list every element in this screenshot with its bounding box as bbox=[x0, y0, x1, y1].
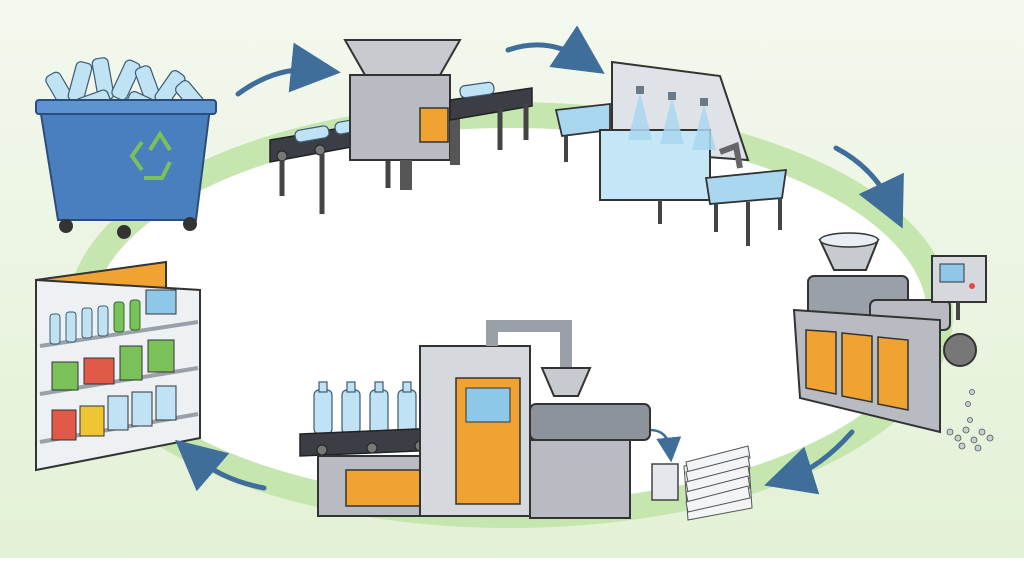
plastic-sheet-stack-icon bbox=[649, 428, 753, 521]
arrow-washing-to-extrusion bbox=[833, 145, 904, 229]
arrow-shredding-to-washing bbox=[505, 25, 605, 74]
extruder-pellet-machine-icon bbox=[792, 232, 994, 452]
arrow-collection-to-shredding bbox=[235, 42, 341, 97]
bottle-molding-machine-icon bbox=[299, 320, 651, 519]
washing-tank-sprayer-icon bbox=[554, 60, 788, 246]
flow-arrows bbox=[175, 25, 904, 495]
recycling-bin-with-bottles-icon bbox=[35, 57, 217, 239]
shredder-conveyor-icon bbox=[269, 39, 533, 214]
arrow-extrusion-to-manufacturing bbox=[764, 429, 855, 495]
store-shelf-products-icon bbox=[35, 260, 201, 472]
arrow-manufacturing-to-retail bbox=[175, 439, 267, 492]
